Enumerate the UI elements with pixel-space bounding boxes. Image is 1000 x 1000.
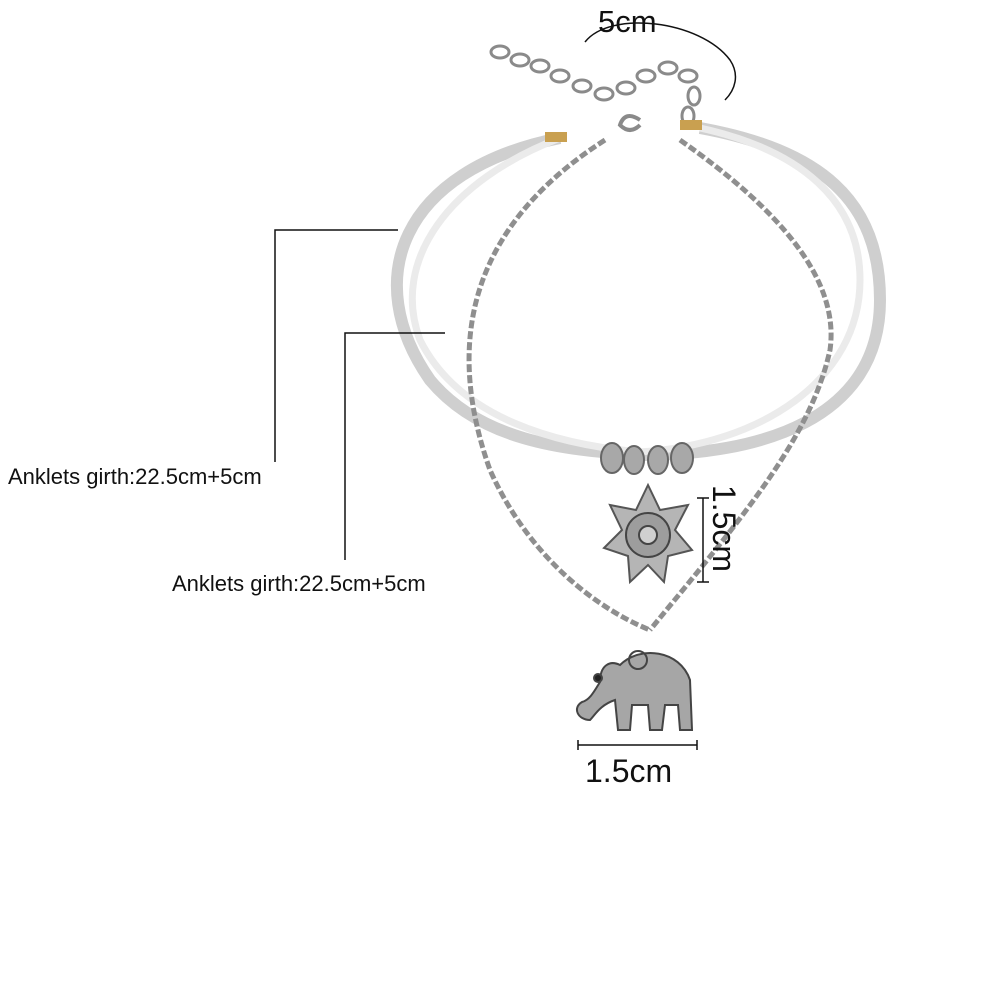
chain-anklet-girth-label: Anklets girth:22.5cm+5cm [172, 571, 426, 596]
cord-end-cap [680, 120, 702, 130]
extender-length-label: 5cm [598, 4, 657, 39]
cord-anklet-girth-label: Anklets girth:22.5cm+5cm [8, 464, 262, 489]
sun-pendant-height-label: 1.5cm [706, 484, 743, 573]
silver-chain-anklet [466, 137, 834, 633]
elephant-pendant [575, 650, 694, 731]
extender-chain [489, 44, 702, 132]
beads [600, 442, 694, 475]
cord-end-cap [545, 132, 567, 142]
white-cord-anklet [391, 122, 887, 462]
sun-pendant [602, 482, 694, 585]
measurement-lines [274, 22, 737, 750]
elephant-pendant-width-label: 1.5cm [585, 753, 673, 789]
